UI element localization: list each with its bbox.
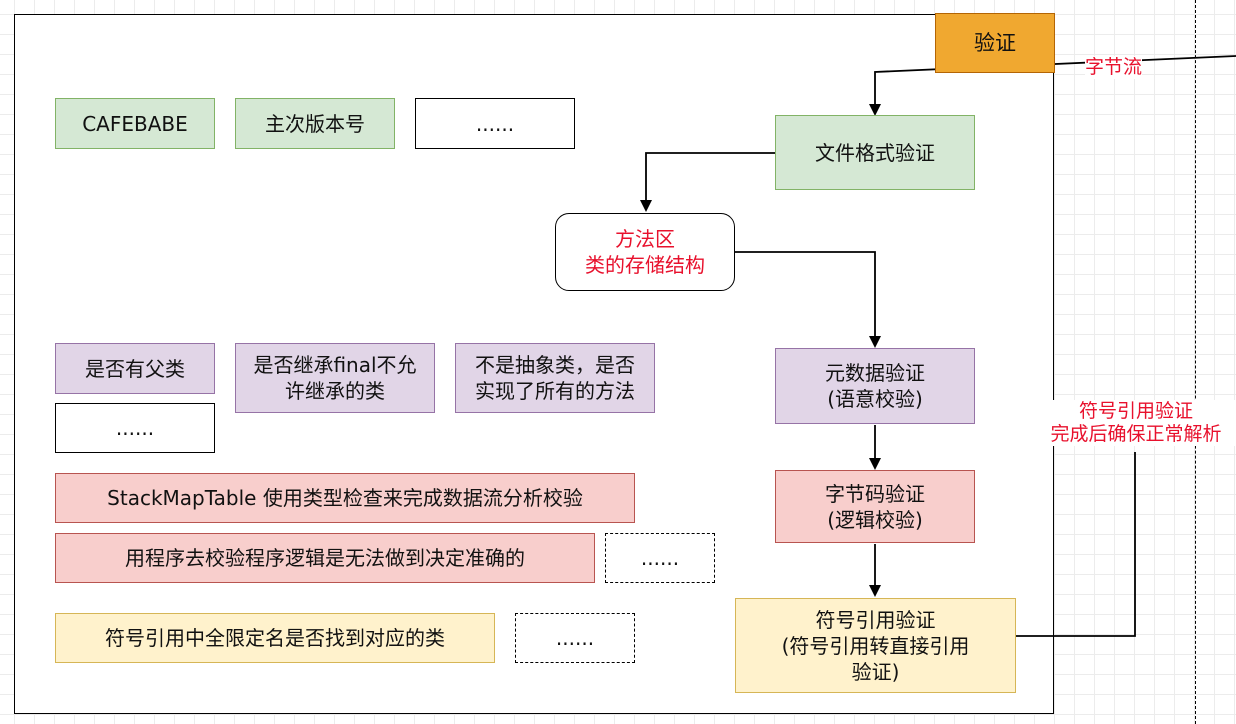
method-area-line1: 方法区 — [615, 227, 675, 251]
file-format-verification-node: 文件格式验证 — [775, 115, 975, 190]
symbol-reference-verification-node: 符号引用验证 (符号引用转直接引用 验证) — [735, 598, 1016, 693]
symbol-line3: 验证) — [851, 659, 900, 684]
file-format-to-method-area-arrow — [640, 152, 776, 212]
symbol-ref-label-line1: 符号引用验证 — [1078, 400, 1193, 422]
bytestream-label: 字节流 — [1085, 56, 1143, 79]
has-parent-class-item: 是否有父类 — [55, 343, 215, 394]
symbol-ref-label: 符号引用验证 完成后确保正常解析 — [1036, 400, 1236, 446]
metadata-verification-node: 元数据验证 (语意校验) — [775, 348, 975, 424]
program-logic-item: 用程序去校验程序逻辑是无法做到决定准确的 — [55, 533, 595, 583]
symbol-ref-feedback-line — [1016, 452, 1136, 637]
dashed-boundary-line — [1195, 0, 1196, 724]
symbol-more-item: ...... — [515, 613, 635, 663]
bytestream-arrow — [869, 55, 1236, 116]
abstract-method-line1: 不是抽象类，是否 — [475, 353, 635, 377]
abstract-method-item: 不是抽象类，是否 实现了所有的方法 — [455, 343, 655, 413]
final-inheritance-line1: 是否继承final不允 — [253, 353, 417, 377]
verification-title: 验证 — [935, 13, 1055, 73]
metadata-more-item: ...... — [55, 403, 215, 453]
symbol-ref-label-line2: 完成后确保正常解析 — [1050, 423, 1222, 445]
qualified-name-item: 符号引用中全限定名是否找到对应的类 — [55, 613, 495, 663]
version-number-item: 主次版本号 — [235, 98, 395, 149]
final-inheritance-line2: 许继承的类 — [285, 379, 385, 403]
metadata-line1: 元数据验证 — [825, 361, 925, 385]
bytecode-line2: (逻辑校验) — [827, 507, 923, 532]
method-area-node: 方法区 类的存储结构 — [555, 213, 735, 291]
symbol-line1: 符号引用验证 — [815, 607, 936, 632]
metadata-line2: (语意校验) — [827, 387, 923, 411]
file-format-more-item: ...... — [415, 98, 575, 149]
symbol-line2: (符号引用转直接引用 — [781, 633, 970, 658]
method-area-line2: 类的存储结构 — [585, 253, 705, 277]
stackmaptable-item: StackMapTable 使用类型检查来完成数据流分析校验 — [55, 473, 635, 523]
bytecode-verification-node: 字节码验证 (逻辑校验) — [775, 470, 975, 543]
bytecode-line1: 字节码验证 — [825, 481, 925, 506]
cafebabe-item: CAFEBABE — [55, 98, 215, 149]
method-area-to-metadata-arrow — [735, 251, 881, 348]
abstract-method-line2: 实现了所有的方法 — [475, 379, 635, 403]
final-inheritance-item: 是否继承final不允 许继承的类 — [235, 343, 435, 413]
bytecode-more-item: ...... — [605, 533, 715, 583]
